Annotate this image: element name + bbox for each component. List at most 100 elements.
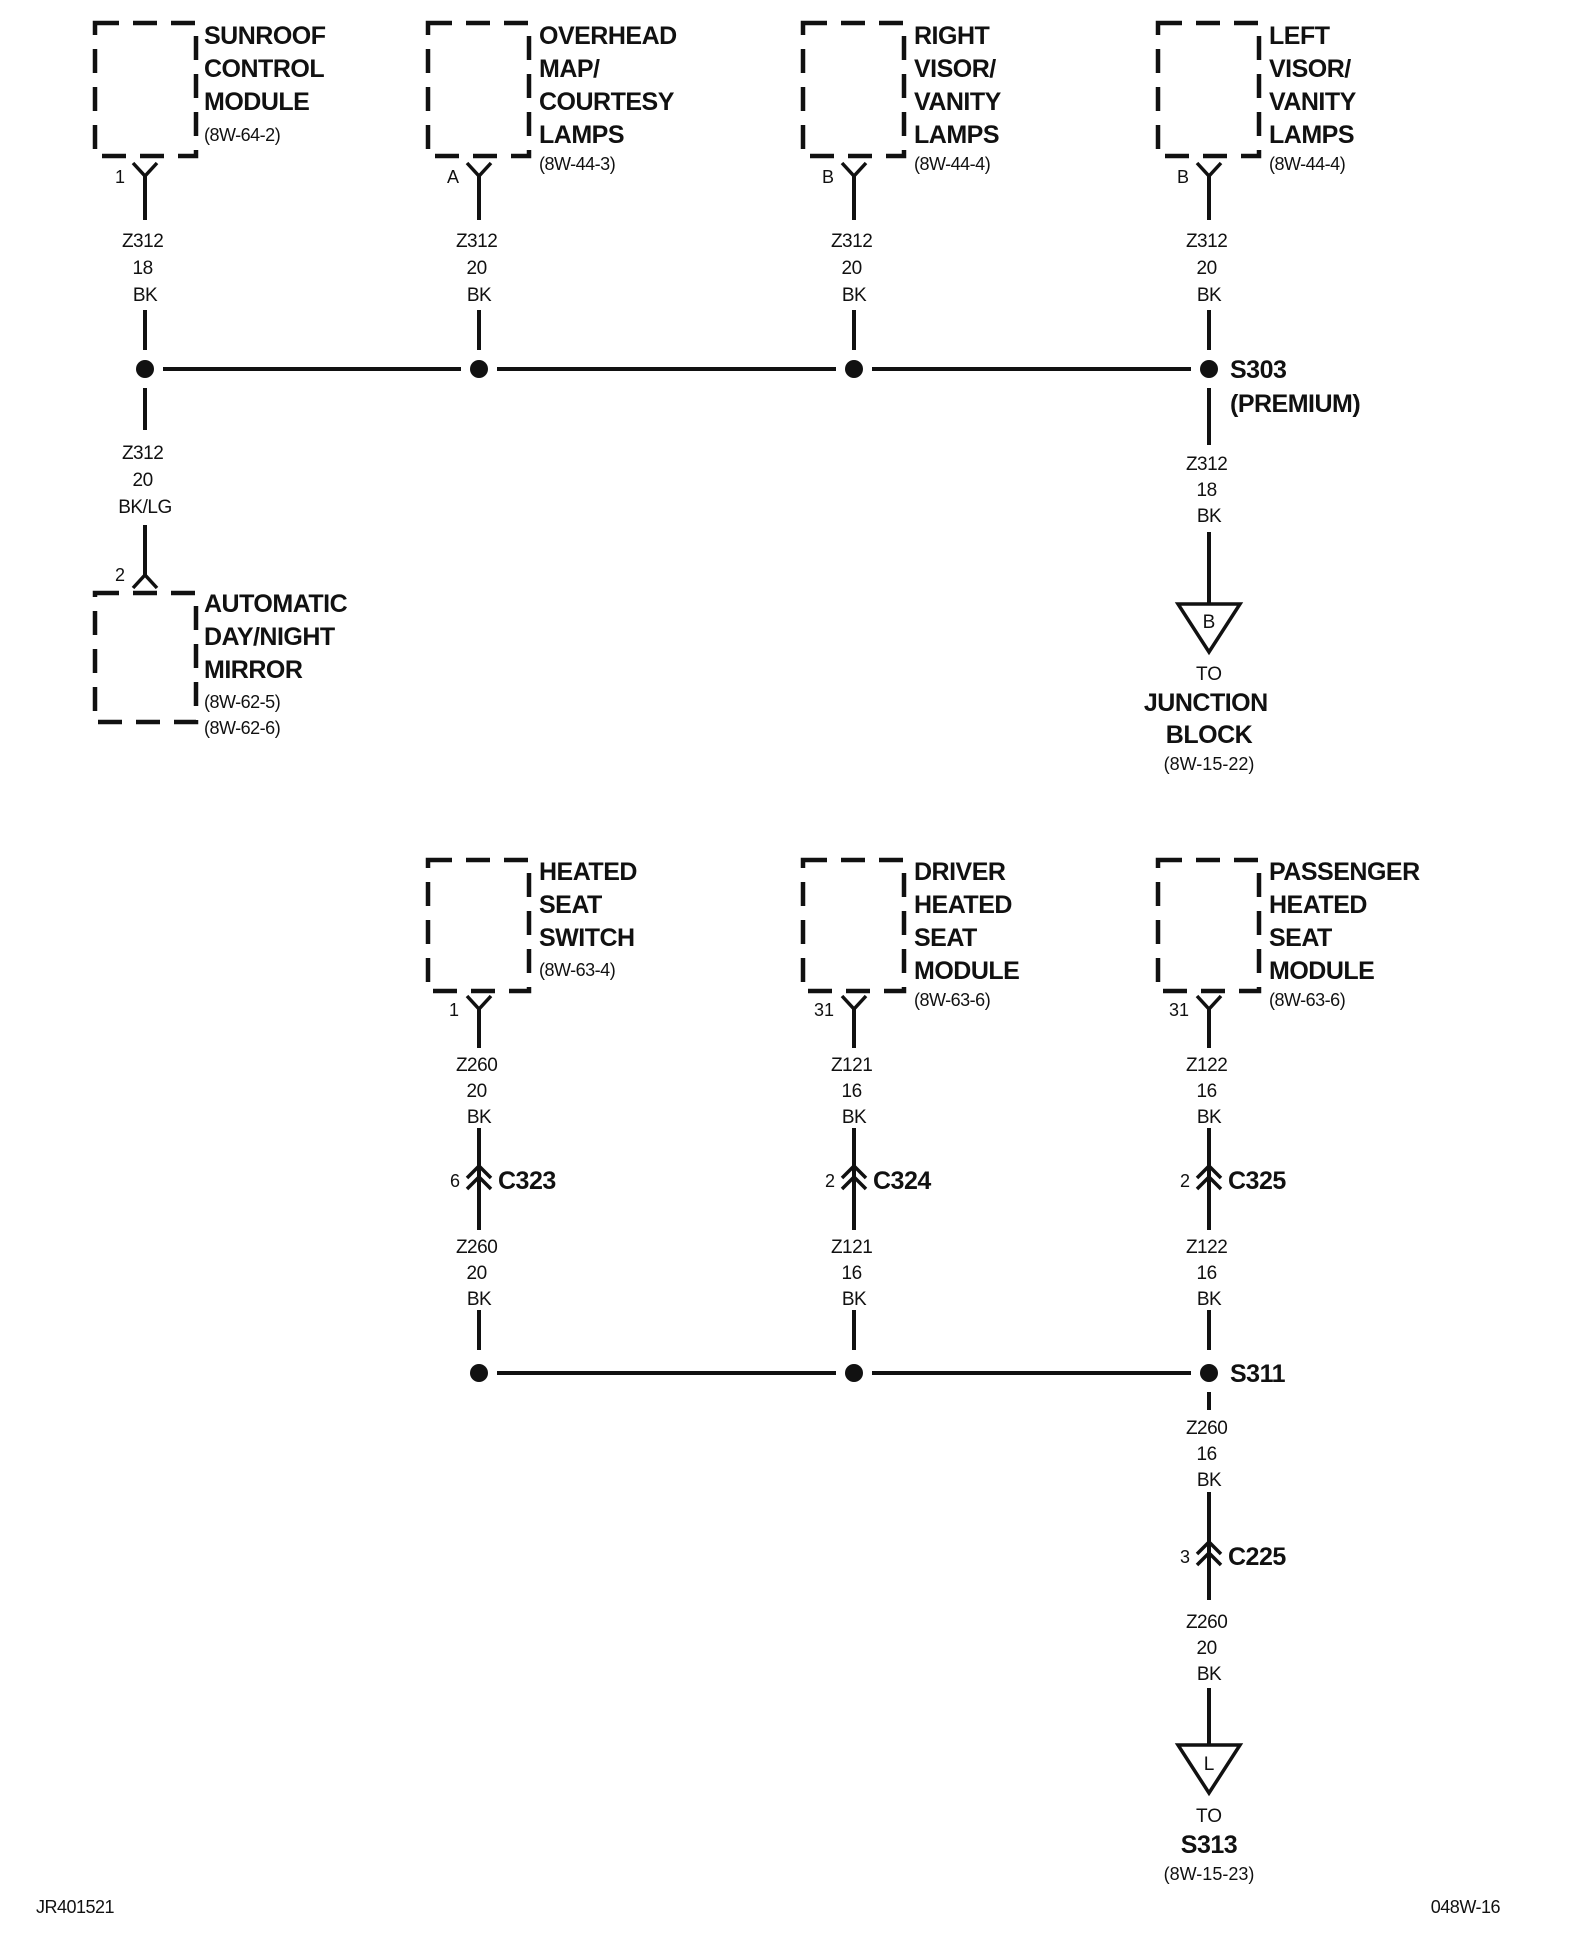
inline-connector-icon	[840, 1163, 868, 1191]
splice-s303-note: (PREMIUM)	[1230, 390, 1360, 418]
pin-connector	[1195, 994, 1223, 1012]
connector-pin: 6	[450, 1171, 460, 1191]
component-box	[425, 20, 532, 159]
component-ref: (8W-64-2)	[204, 125, 280, 145]
terminal-destination: JUNCTION BLOCK	[1144, 689, 1274, 749]
component-title: OVERHEAD MAP/ COURTESY LAMPS	[539, 22, 683, 149]
component-box	[425, 857, 532, 994]
connector-c225: 3 C225	[1180, 1539, 1287, 1571]
heated-seat-switch: HEATED SEAT SWITCH (8W-63-4) 1	[425, 857, 643, 1020]
connector-pin: 3	[1180, 1547, 1190, 1567]
drawing-code-left: JR401521	[36, 1897, 115, 1917]
component-title: LEFT VISOR/ VANITY LAMPS	[1269, 22, 1362, 149]
connector-label: C325	[1228, 1167, 1286, 1195]
sunroof-control-module: SUNROOF CONTROL MODULE (8W-64-2) 1	[92, 20, 332, 187]
pin-connector	[465, 994, 493, 1012]
pin-connector	[840, 161, 868, 179]
component-box	[92, 20, 199, 159]
terminal-triangle	[1174, 602, 1244, 656]
wire-label-s311-down: Z260 16 BK	[1186, 1418, 1232, 1491]
splice-dot-s303	[1200, 360, 1218, 378]
pin-label: B	[1177, 167, 1189, 187]
connector-pin: 2	[825, 1171, 835, 1191]
component-ref: (8W-63-6)	[914, 990, 990, 1010]
pin-label: A	[447, 167, 459, 187]
pin-connector	[465, 161, 493, 179]
terminal-letter: L	[1204, 1754, 1215, 1775]
pin-label: 1	[449, 1000, 459, 1020]
pin-connector	[131, 161, 159, 179]
bottom-bus	[470, 1364, 1218, 1382]
component-title: SUNROOF CONTROL MODULE	[204, 22, 332, 116]
splice-dot	[470, 360, 488, 378]
component-box	[800, 857, 907, 994]
top-bus	[136, 360, 1218, 378]
wire-label-driver-bottom: Z121 16 BK	[831, 1237, 877, 1310]
drawing-code-right: 048W-16	[1431, 1897, 1501, 1917]
splice-dot	[136, 360, 154, 378]
connector-c323: 6 C323	[450, 1163, 556, 1195]
wire-label-overhead: Z312 20 BK	[456, 231, 502, 306]
pin-connector	[840, 994, 868, 1012]
splice-s311-label: S311	[1230, 1360, 1286, 1388]
connector-c325: 2 C325	[1180, 1163, 1287, 1195]
splice-dot	[845, 360, 863, 378]
overhead-map-courtesy-lamps: OVERHEAD MAP/ COURTESY LAMPS (8W-44-3) A	[425, 20, 683, 187]
left-visor-vanity-lamps: LEFT VISOR/ VANITY LAMPS (8W-44-4) B	[1155, 20, 1362, 187]
splice-dot	[845, 1364, 863, 1382]
splice-dot	[470, 1364, 488, 1382]
component-box	[1155, 857, 1262, 994]
wire-label-left-visor: Z312 20 BK	[1186, 231, 1232, 306]
terminal-to: TO	[1196, 664, 1222, 685]
component-box	[1155, 20, 1262, 159]
wire-label-passenger-top: Z122 16 BK	[1186, 1055, 1232, 1128]
wire-label-right-visor: Z312 20 BK	[831, 231, 877, 306]
terminal-s313: L TO S313 (8W-15-23)	[1164, 1743, 1255, 1884]
connector-label: C324	[873, 1167, 931, 1195]
pin-label: B	[822, 167, 834, 187]
component-ref: (8W-44-4)	[914, 154, 990, 174]
component-title: DRIVER HEATED SEAT MODULE	[914, 858, 1019, 985]
splice-s303-label: S303	[1230, 356, 1286, 384]
pin-label: 31	[1169, 1000, 1189, 1020]
wire-label-c225-down: Z260 20 BK	[1186, 1612, 1232, 1685]
pin-label: 31	[814, 1000, 834, 1020]
component-title: RIGHT VISOR/ VANITY LAMPS	[914, 22, 1007, 149]
wire-label-switch-bottom: Z260 20 BK	[456, 1237, 502, 1310]
driver-heated-seat-module: DRIVER HEATED SEAT MODULE (8W-63-6) 31	[800, 857, 1020, 1020]
terminal-ref: (8W-15-23)	[1164, 1864, 1255, 1884]
inline-connector-icon	[1195, 1539, 1223, 1567]
wire-label-driver-top: Z121 16 BK	[831, 1055, 877, 1128]
right-visor-vanity-lamps: RIGHT VISOR/ VANITY LAMPS (8W-44-4) B	[800, 20, 1007, 187]
terminal-letter: B	[1203, 612, 1216, 633]
component-ref: (8W-44-4)	[1269, 154, 1345, 174]
top-wire-drops	[143, 176, 1211, 350]
component-box	[92, 590, 199, 725]
component-title: HEATED SEAT SWITCH	[539, 858, 643, 952]
terminal-destination: S313	[1181, 1831, 1237, 1859]
component-ref: (8W-44-3)	[539, 154, 615, 174]
wire-label-s303-down: Z312 18 BK	[1186, 454, 1232, 527]
component-ref: (8W-63-6)	[1269, 990, 1345, 1010]
wire-label-mirror: Z312 20 BK/LG	[118, 443, 171, 518]
pin-label: 2	[115, 565, 125, 585]
connector-pin: 2	[1180, 1171, 1190, 1191]
wire-label-sunroof: Z312 18 BK	[122, 231, 168, 306]
connector-label: C323	[498, 1167, 556, 1195]
connector-label: C225	[1228, 1543, 1286, 1571]
wire-label-passenger-bottom: Z122 16 BK	[1186, 1237, 1232, 1310]
inline-connector-icon	[1195, 1163, 1223, 1191]
connector-c324: 2 C324	[825, 1163, 932, 1195]
terminal-triangle	[1174, 1743, 1244, 1797]
automatic-day-night-mirror: 2 AUTOMATIC DAY/NIGHT MIRROR (8W-62-5) (…	[92, 565, 354, 738]
component-box	[800, 20, 907, 159]
terminal-to: TO	[1196, 1806, 1222, 1827]
component-ref: (8W-62-5) (8W-62-6)	[204, 692, 285, 738]
pin-connector	[131, 572, 159, 590]
pin-label: 1	[115, 167, 125, 187]
inline-connector-icon	[465, 1163, 493, 1191]
component-title: PASSENGER HEATED SEAT MODULE	[1269, 858, 1426, 985]
wire-label-switch-top: Z260 20 BK	[456, 1055, 502, 1128]
component-title: AUTOMATIC DAY/NIGHT MIRROR	[204, 590, 354, 684]
